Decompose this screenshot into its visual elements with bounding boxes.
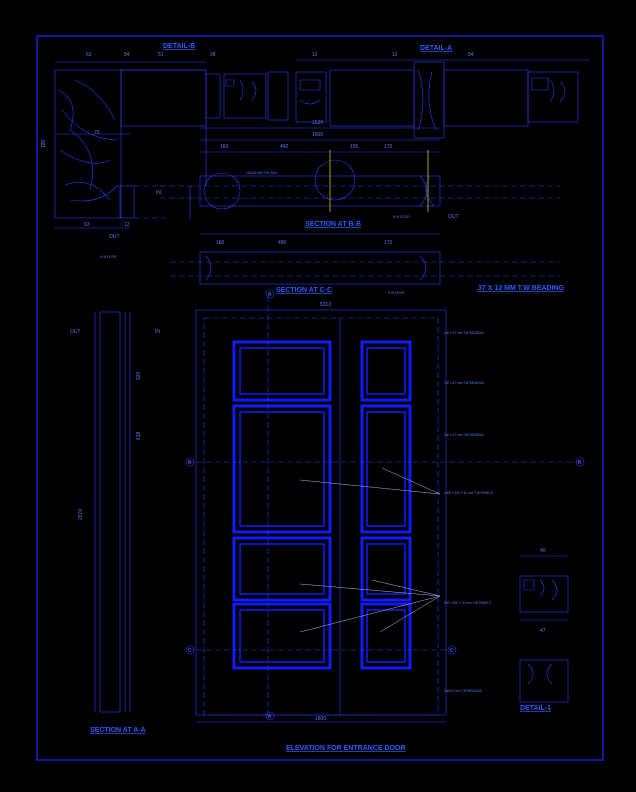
section-bb-title: SECTION AT B-B <box>305 221 361 228</box>
dim-label: 170 <box>384 144 393 150</box>
panel-right-1 <box>360 340 412 402</box>
note: H.W DOOR <box>393 215 410 219</box>
detail-1-group: 40 47 DETAIL-1 <box>519 548 569 712</box>
beading-title: 37 X 12 MM T.W BEADING <box>478 285 565 292</box>
detail-a-title: DETAIL-A <box>420 45 452 52</box>
dim-label: 12 <box>124 222 130 228</box>
dim-label: 2070 <box>78 509 84 520</box>
note: 1000 x 400 X 40 mm T.W PANELS <box>444 491 493 495</box>
dim-label: 64 <box>124 52 130 58</box>
dim-label: 51 <box>158 52 164 58</box>
detail-1-title: DETAIL-1 <box>520 705 551 712</box>
dim-label: 12 <box>312 52 318 58</box>
dim-label: 105 <box>350 144 359 150</box>
section-cc-title: SECTION AT C-C <box>276 287 332 294</box>
note: 150 x 47 mm T.W BEADING <box>444 331 484 335</box>
dim-label: 618 <box>136 431 142 440</box>
section-bb-group: 1520 1500 160 490 105 170 100x40 MM T.W.… <box>156 120 560 228</box>
marker-c: C <box>450 648 454 654</box>
note: 150 x 47 mm T.W BEADING <box>444 433 484 437</box>
marker-b: B <box>188 460 192 466</box>
out-label: OUT <box>109 234 120 240</box>
in-label: IN <box>156 190 161 196</box>
dim-label: 490 <box>278 240 287 246</box>
panel-right-4 <box>360 602 412 670</box>
marker-c: C <box>188 648 192 654</box>
detail-b-title: DETAIL-B <box>163 43 195 50</box>
panel-left-1 <box>232 340 332 402</box>
detail-b-group: DETAIL-B 63 64 51 28 75 63 12 180 OUT H.… <box>41 43 289 259</box>
elevation-title: ELEVATION FOR ENTRANCE DOOR <box>286 745 406 752</box>
out-label: OUT <box>448 214 459 220</box>
panel-left-2 <box>232 404 332 534</box>
in-label: IN <box>155 329 160 335</box>
section-aa-title: SECTION AT A-A <box>90 727 146 734</box>
dim-label: 28 <box>210 52 216 58</box>
note: 150 x 47 mm T.W BEADING <box>444 381 484 385</box>
dim-label: 63 <box>86 52 92 58</box>
marker-a: A <box>268 292 272 298</box>
panel-left-4 <box>232 602 332 670</box>
elevation-group: 1800 5312 B B C C A A <box>185 289 585 752</box>
dim-label: 1800 <box>315 716 326 722</box>
panel-right-3 <box>360 536 412 602</box>
detail-a-group: DETAIL-A 12 12 64 <box>295 45 590 139</box>
dim-label: 170 <box>384 240 393 246</box>
dim-label: 920 <box>136 371 142 380</box>
note: H.W DOOR <box>100 255 117 259</box>
out-label: OUT <box>70 329 81 335</box>
dim-label: 40 <box>540 548 546 554</box>
dim-label: 5312 <box>320 302 331 308</box>
dim-label: 160 <box>220 144 229 150</box>
panel-left-3 <box>232 536 332 602</box>
dim-label: 47 <box>540 628 546 634</box>
note: 150x47 mm T.W BEADING <box>444 689 483 693</box>
section-aa-group: 2070 618 920 OUT IN SECTION AT A-A <box>70 311 160 734</box>
dim-label: 160 <box>216 240 225 246</box>
dim-label: 12 <box>392 52 398 58</box>
dim-label: 180 <box>41 139 47 148</box>
marker-b: B <box>578 460 582 466</box>
drawing-frame <box>36 35 604 761</box>
dim-label: 1520 <box>312 120 323 126</box>
detail-b-jamb <box>54 69 122 219</box>
dim-label: 63 <box>84 222 90 228</box>
dim-label: 75 <box>94 130 100 136</box>
marker-a: A <box>268 714 272 720</box>
note: H.W DOOR <box>388 291 405 295</box>
dim-label: 490 <box>280 144 289 150</box>
panel-right-2 <box>360 404 412 534</box>
dim-label: 1500 <box>312 132 323 138</box>
note: 100x40 MM T.W. RAIL <box>246 171 278 175</box>
note: 500 x 300 X 40 mm T.W PANELS <box>444 601 491 605</box>
dim-label: 64 <box>468 52 474 58</box>
section-cc-group: 160 490 170 SECTION AT C-C 37 X 12 MM T.… <box>170 233 565 295</box>
